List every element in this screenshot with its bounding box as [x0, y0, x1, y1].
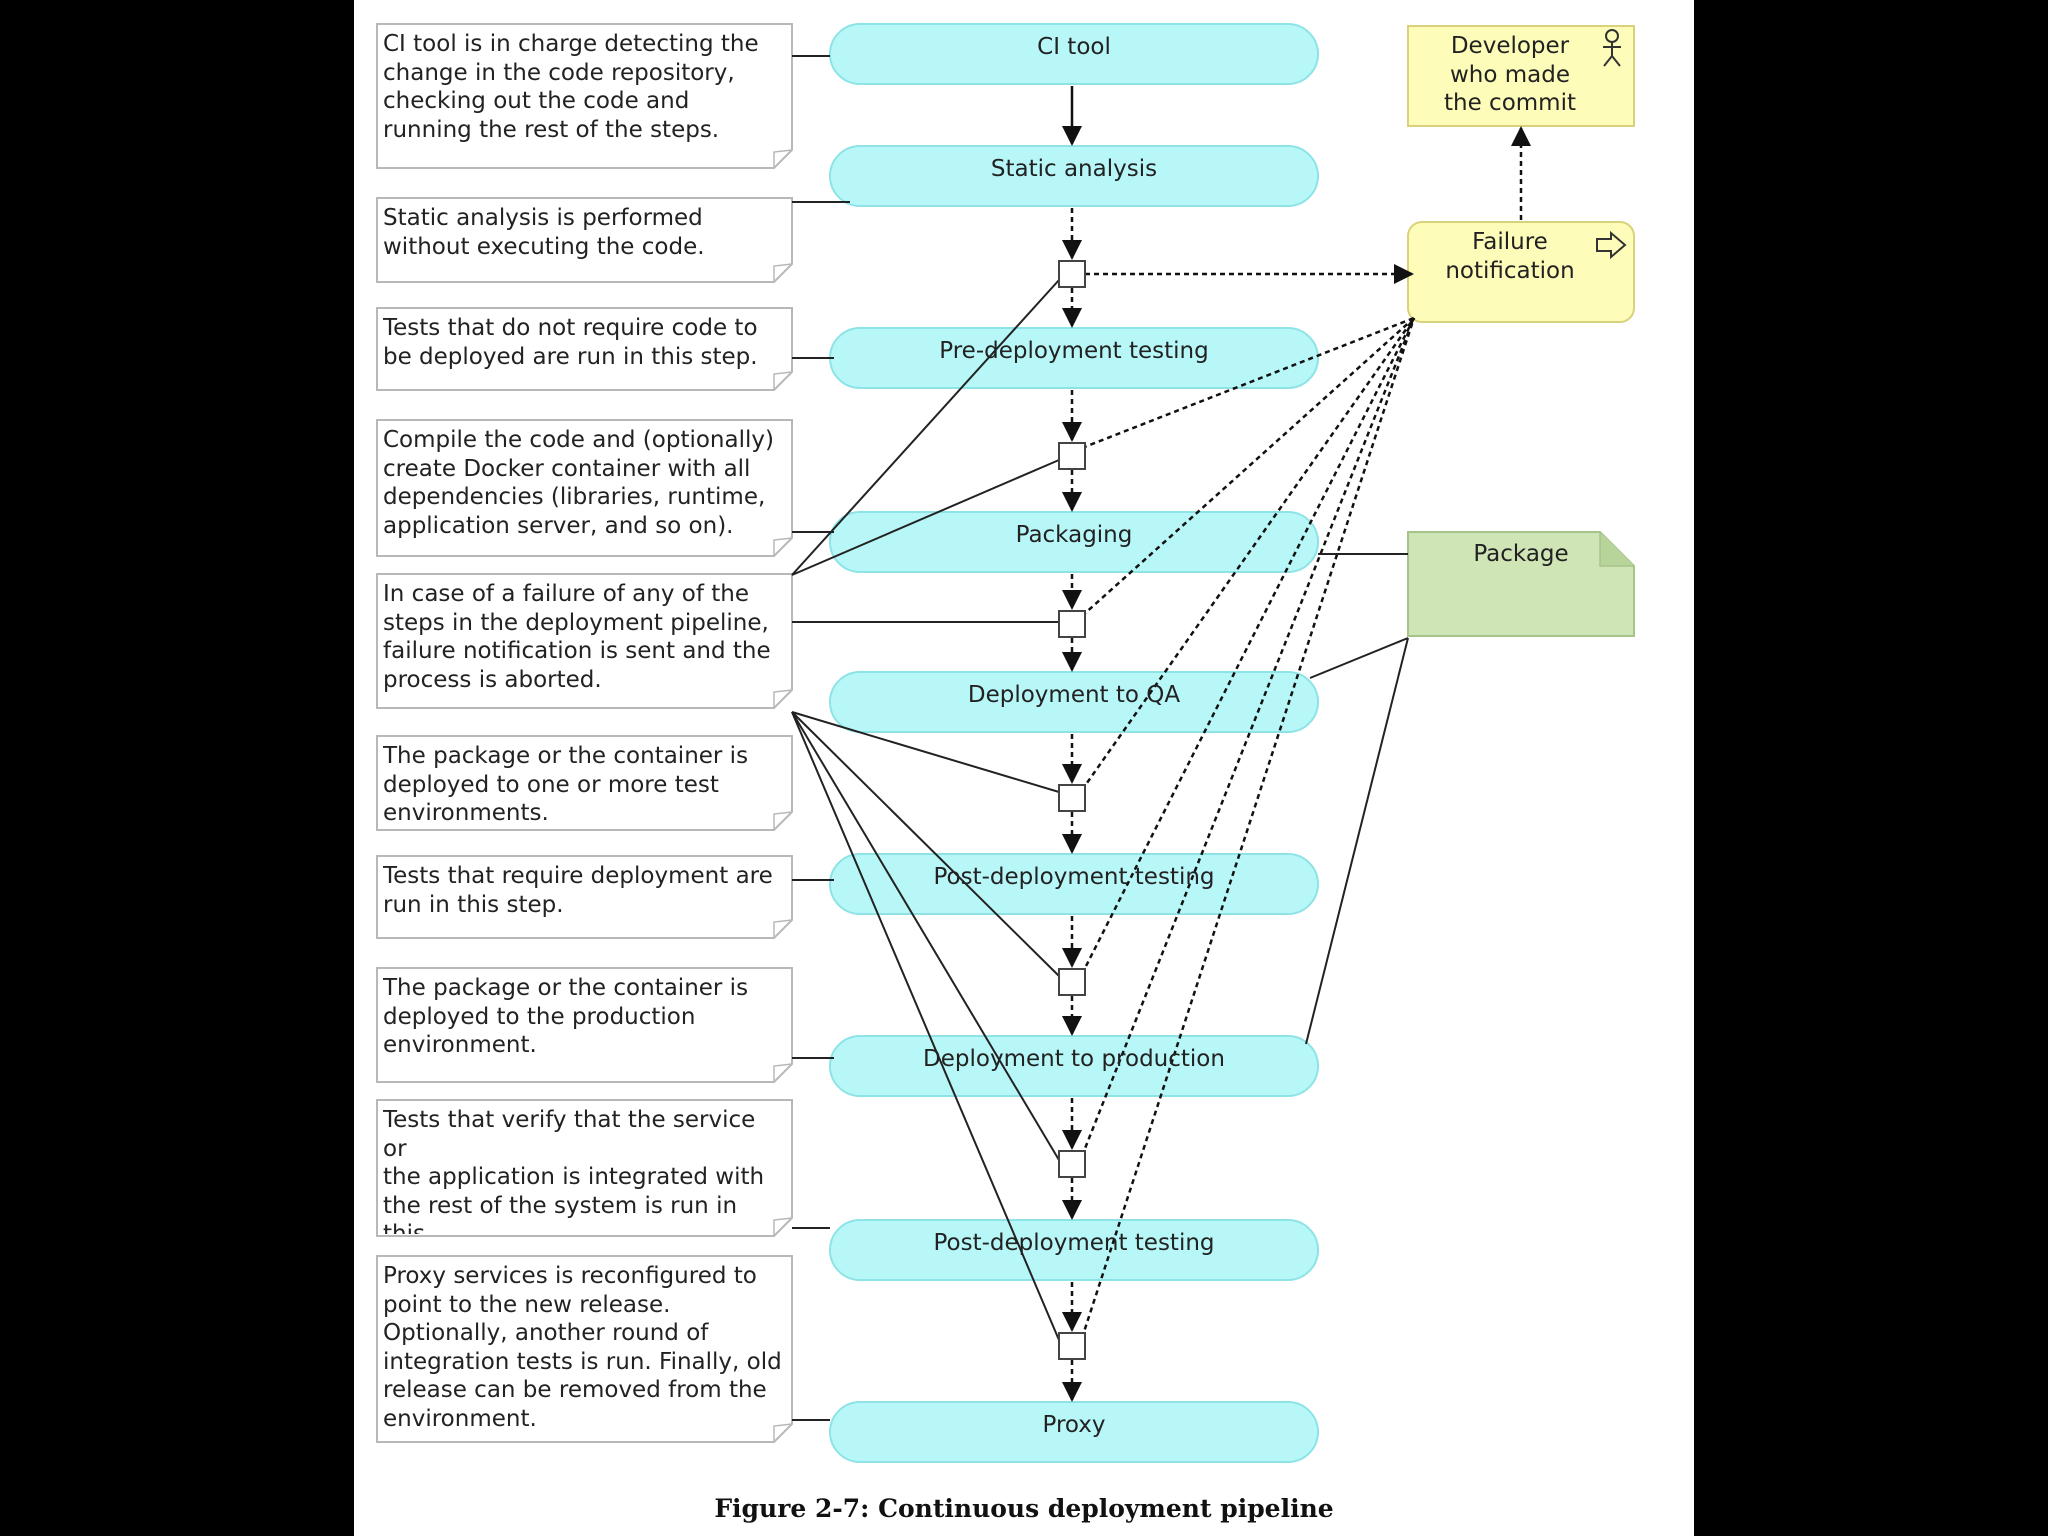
- failure-link: [1080, 317, 1416, 1339]
- stage-box: [829, 511, 1319, 573]
- note-box: [376, 1099, 793, 1237]
- stage-label: Post-deployment testing: [933, 864, 1215, 890]
- note-fold: [773, 689, 793, 708]
- developer-box: [1407, 25, 1635, 127]
- failure-link: [1080, 317, 1416, 1157]
- developer-label: Developer who made the commit: [1444, 33, 1576, 116]
- failure-note-link: [791, 711, 1060, 1161]
- note-fold: [773, 263, 793, 282]
- package-link: [1305, 637, 1409, 1045]
- stage-label: Proxy: [1042, 1412, 1106, 1438]
- event-arrow-icon: [1596, 230, 1627, 260]
- failure-note-link: [791, 279, 1060, 576]
- note-text: In case of a failure of any of the steps…: [383, 581, 771, 693]
- failure-link: [1080, 317, 1416, 791]
- stage-box: [829, 23, 1319, 85]
- note-text: Static analysis is performed without exe…: [383, 205, 705, 260]
- stage-label: Post-deployment testing: [933, 1230, 1215, 1256]
- note-box: [376, 197, 793, 283]
- note-fold: [773, 919, 793, 938]
- package-fold: [1599, 532, 1634, 567]
- failure-notification-label: Failure notification: [1445, 229, 1575, 284]
- note-box: [376, 855, 793, 939]
- junction-node: [1058, 260, 1086, 288]
- stage-label: Deployment to QA: [967, 682, 1181, 708]
- junction-node: [1058, 442, 1086, 470]
- failure-link: [1081, 317, 1415, 617]
- note-box: [376, 419, 793, 557]
- stage-label: Deployment to production: [923, 1046, 1225, 1072]
- junction-node: [1058, 784, 1086, 812]
- junction-node: [1058, 1150, 1086, 1178]
- note-text: Tests that verify that the service or th…: [383, 1107, 765, 1234]
- junction-node: [1058, 968, 1086, 996]
- failure-link: [1081, 316, 1415, 450]
- stage-label: Pre-deployment testing: [939, 338, 1209, 364]
- note-text: Proxy services is reconfigured to point …: [383, 1263, 782, 1432]
- actor-icon: [1603, 29, 1621, 67]
- note-box: [376, 573, 793, 709]
- stage-box: [829, 1219, 1319, 1281]
- stage-label: Packaging: [1015, 522, 1133, 548]
- note-text: Compile the code and (optionally) create…: [383, 427, 774, 539]
- failure-note-link: [791, 711, 1060, 1341]
- figure-caption: Figure 2-7: Continuous deployment pipeli…: [714, 1494, 1334, 1523]
- note-text: Tests that do not require code to be dep…: [383, 315, 758, 370]
- note-fold: [773, 537, 793, 556]
- junction-node: [1058, 610, 1086, 638]
- note-fold: [773, 1063, 793, 1082]
- junction-node: [1058, 1332, 1086, 1360]
- failure-link: [1080, 317, 1416, 975]
- note-fold: [773, 1217, 793, 1236]
- stage-label: Static analysis: [990, 156, 1158, 182]
- note-box: [376, 23, 793, 169]
- stage-box: [829, 1401, 1319, 1463]
- stage-label: CI tool: [1037, 34, 1111, 60]
- package-link: [1309, 637, 1409, 679]
- package-label: Package: [1473, 541, 1569, 567]
- failure-note-link: [791, 711, 1060, 977]
- failure-note-link: [791, 711, 1060, 793]
- note-box: [376, 967, 793, 1083]
- stage-box: [829, 1035, 1319, 1097]
- note-fold: [773, 371, 793, 390]
- note-text: CI tool is in charge detecting the chang…: [383, 31, 759, 143]
- note-box: [376, 735, 793, 831]
- note-text: Tests that require deployment are run in…: [383, 863, 773, 918]
- stage-box: [829, 145, 1319, 207]
- note-text: The package or the container is deployed…: [383, 743, 749, 826]
- note-box: [376, 307, 793, 391]
- note-fold: [773, 1423, 793, 1442]
- note-text: The package or the container is deployed…: [383, 975, 749, 1058]
- note-fold: [773, 811, 793, 830]
- stage-box: [829, 671, 1319, 733]
- note-box: [376, 1255, 793, 1443]
- failure-note-link: [791, 459, 1060, 576]
- note-fold: [773, 149, 793, 168]
- package-box: [1407, 531, 1635, 637]
